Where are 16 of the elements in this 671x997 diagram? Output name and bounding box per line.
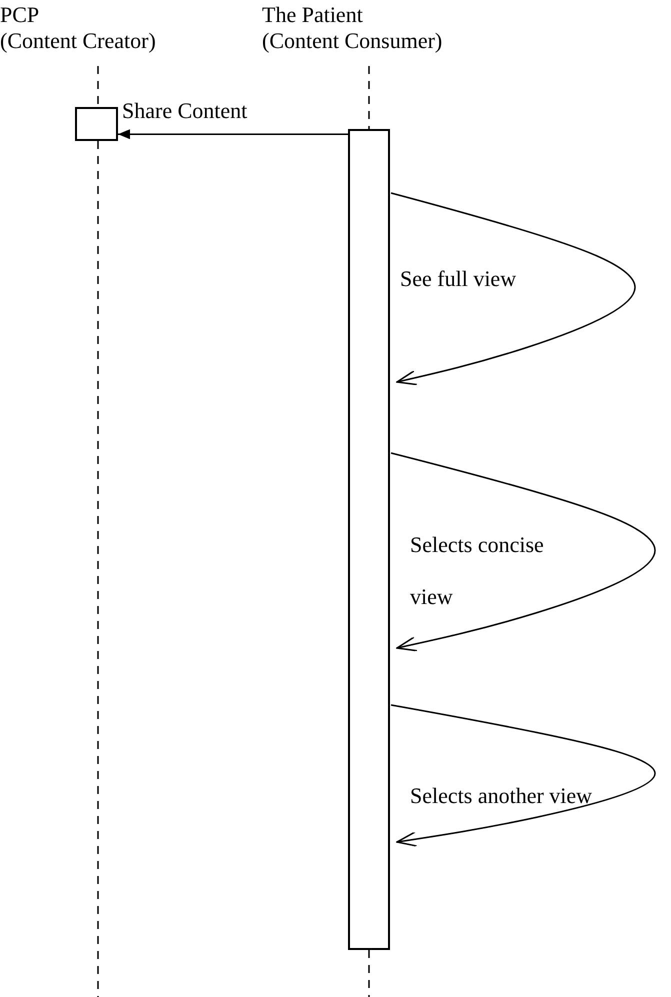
message-label: Share Content <box>122 98 248 124</box>
message-arrow <box>118 129 348 140</box>
message-label: Selects another view <box>410 783 592 809</box>
lifeline <box>368 66 370 129</box>
participant-name: PCP <box>0 2 40 28</box>
self-message-arrow <box>390 452 656 652</box>
participant-role: (Content Consumer) <box>262 28 442 54</box>
participant-role: (Content Creator) <box>0 28 156 54</box>
message-label: See full view <box>400 266 516 292</box>
activation-box <box>75 107 118 141</box>
self-message-arrow <box>390 704 656 847</box>
lifeline <box>97 66 99 107</box>
participant-name: The Patient <box>262 2 363 28</box>
self-message-arrow <box>390 192 636 386</box>
message-label: Selects concise view <box>410 531 545 611</box>
activation-box <box>348 129 390 950</box>
